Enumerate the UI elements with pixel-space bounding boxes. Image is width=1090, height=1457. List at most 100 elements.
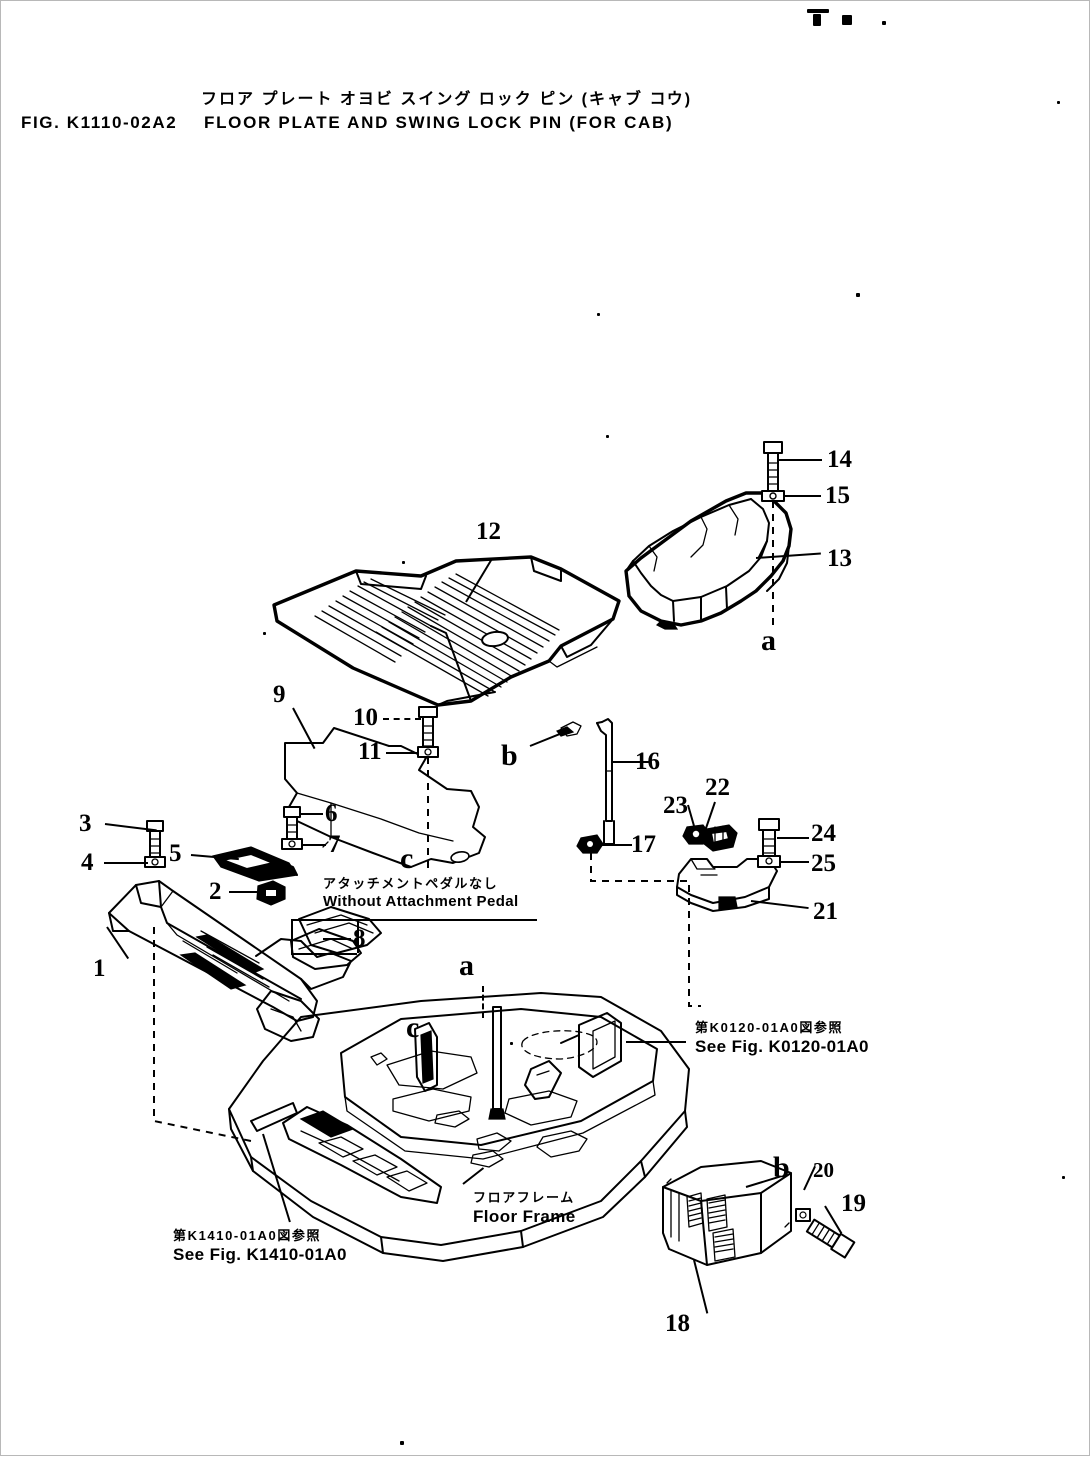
scan-artifact bbox=[882, 21, 886, 25]
note-see-fig-k0120: 第K0120-01A0図参照 See Fig. K0120-01A0 bbox=[695, 1017, 869, 1057]
part-17-nut bbox=[576, 834, 604, 854]
note-see-fig-k1410-en: See Fig. K1410-01A0 bbox=[173, 1245, 347, 1264]
note-without-attachment-pedal: アタッチメントペダルなし Without Attachment Pedal bbox=[323, 873, 519, 910]
scan-artifact bbox=[263, 632, 266, 635]
ref-mark-b-mid: b bbox=[501, 739, 518, 772]
part-2-knob bbox=[256, 880, 286, 906]
callout-2: 2 bbox=[209, 878, 222, 905]
leader-without-pedal-box-right bbox=[357, 919, 359, 953]
leader-see-fig-k0120 bbox=[626, 1041, 686, 1043]
part-23-nut bbox=[682, 824, 710, 845]
note-floor-frame: フロアフレーム Floor Frame bbox=[473, 1187, 576, 1227]
ref-mark-c-center: c bbox=[406, 1011, 420, 1044]
scan-artifact bbox=[813, 14, 821, 26]
scan-artifact bbox=[1057, 101, 1060, 104]
note-see-fig-k0120-en: See Fig. K0120-01A0 bbox=[695, 1037, 869, 1056]
title-english: FLOOR PLATE AND SWING LOCK PIN (FOR CAB) bbox=[204, 113, 674, 132]
leader-without-pedal-box-left bbox=[291, 919, 293, 953]
part-22-collar bbox=[702, 824, 738, 852]
title-japanese: フロア プレート オヨビ スイング ロック ピン (キャブ コウ) bbox=[201, 91, 693, 108]
part-15-washer bbox=[761, 490, 785, 502]
part-7-washer bbox=[281, 838, 303, 850]
part-18-cover-panel bbox=[662, 1160, 856, 1266]
pin-axis-down bbox=[590, 853, 701, 1007]
leader-25 bbox=[779, 861, 809, 863]
part-11-washer bbox=[417, 746, 439, 758]
callout-9: 9 bbox=[273, 681, 286, 708]
callout-17: 17 bbox=[631, 831, 656, 858]
scan-artifact bbox=[807, 9, 829, 13]
scan-artifact bbox=[842, 15, 852, 25]
leader-15 bbox=[785, 495, 821, 497]
leader-without-pedal-box-bottom bbox=[291, 953, 357, 955]
callout-15: 15 bbox=[825, 482, 850, 509]
scan-artifact bbox=[400, 1441, 404, 1445]
callout-18: 18 bbox=[665, 1310, 690, 1337]
leader-2 bbox=[229, 891, 259, 893]
note-floor-frame-jp: フロアフレーム bbox=[473, 1190, 575, 1205]
floor-frame bbox=[228, 992, 690, 1262]
note-see-fig-k0120-jp: 第K0120-01A0図参照 bbox=[695, 1020, 844, 1035]
leader-10 bbox=[383, 718, 421, 720]
callout-6: 6 bbox=[325, 800, 338, 827]
part-10-bolt bbox=[418, 706, 438, 754]
leader-4 bbox=[104, 862, 148, 864]
callout-4: 4 bbox=[81, 849, 94, 876]
note-without-attachment-pedal-en: Without Attachment Pedal bbox=[323, 893, 519, 910]
leader-16 bbox=[613, 761, 651, 763]
part-4-washer bbox=[144, 856, 166, 868]
part-14-bolt bbox=[763, 441, 783, 494]
scan-artifact bbox=[597, 313, 600, 316]
note-see-fig-k1410-jp: 第K1410-01A0図参照 bbox=[173, 1228, 322, 1243]
leader-8 bbox=[323, 938, 351, 940]
ref-mark-a-center: a bbox=[459, 949, 474, 982]
callout-5: 5 bbox=[169, 840, 182, 867]
leader-7 bbox=[302, 844, 326, 846]
callout-21: 21 bbox=[813, 898, 838, 925]
leader-6 bbox=[301, 813, 323, 815]
callout-11: 11 bbox=[358, 738, 382, 765]
callout-19: 19 bbox=[841, 1190, 866, 1217]
scan-artifact bbox=[402, 561, 405, 564]
callout-14: 14 bbox=[827, 446, 852, 473]
ref-mark-c-mid: c bbox=[400, 842, 414, 875]
part-1-pedal-assembly bbox=[108, 880, 382, 1042]
leader-17 bbox=[602, 844, 632, 846]
callout-8: 8 bbox=[353, 925, 366, 952]
callout-10: 10 bbox=[353, 704, 378, 731]
scan-artifact bbox=[606, 435, 609, 438]
scan-artifact bbox=[1062, 1176, 1065, 1179]
ref-mark-a-top: a bbox=[761, 624, 776, 657]
part-25-washer bbox=[757, 855, 781, 868]
part-9-plate bbox=[284, 727, 486, 868]
assembly-axis-a-center bbox=[482, 986, 484, 1018]
leader-24 bbox=[777, 837, 809, 839]
scan-artifact bbox=[856, 293, 860, 297]
callout-1: 1 bbox=[93, 955, 106, 982]
callout-24: 24 bbox=[811, 820, 836, 847]
scan-artifact bbox=[510, 1042, 513, 1045]
ref-mark-b-bottom: b bbox=[773, 1151, 790, 1184]
leader-without-pedal-box bbox=[291, 919, 537, 921]
callout-12: 12 bbox=[476, 518, 501, 545]
figure-number: FIG. K1110-02A2 bbox=[21, 113, 178, 132]
part-12-floor-mat bbox=[272, 555, 621, 707]
callout-16: 16 bbox=[635, 748, 660, 775]
part-5-bracket bbox=[211, 846, 299, 882]
callout-25: 25 bbox=[811, 850, 836, 877]
leader-14 bbox=[778, 459, 822, 461]
callout-23: 23 bbox=[663, 792, 688, 819]
note-floor-frame-en: Floor Frame bbox=[473, 1207, 576, 1226]
callout-20: 20 bbox=[813, 1158, 834, 1182]
callout-22: 22 bbox=[705, 774, 730, 801]
callout-13: 13 bbox=[827, 545, 852, 572]
bolt-3-axis-lower bbox=[153, 927, 252, 1142]
note-see-fig-k1410: 第K1410-01A0図参照 See Fig. K1410-01A0 bbox=[173, 1225, 347, 1265]
callout-3: 3 bbox=[79, 810, 92, 837]
note-without-attachment-pedal-jp: アタッチメントペダルなし bbox=[323, 876, 499, 891]
part-16-swing-lock-pin bbox=[556, 718, 615, 845]
callout-7: 7 bbox=[328, 831, 341, 858]
leader-11 bbox=[386, 752, 418, 754]
